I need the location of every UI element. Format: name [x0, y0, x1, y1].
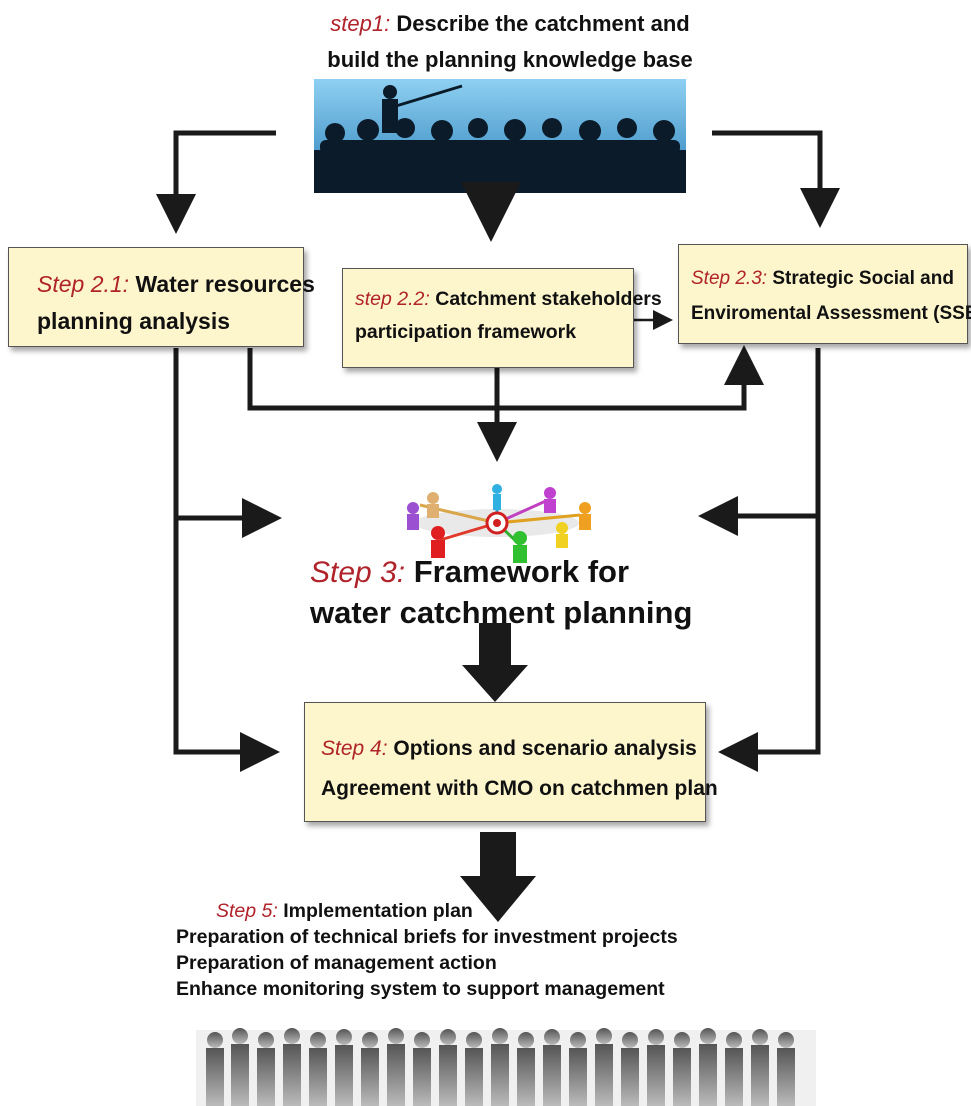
step2-2-box: step 2.2: Catchment stakeholders partici…: [342, 268, 662, 368]
step4-line2: Agreement with CMO on catchmen plan: [321, 777, 718, 800]
step5-line4: Enhance monitoring system to support man…: [176, 978, 665, 1000]
step2-3-box: Step 2.3: Strategic Social and Enviromen…: [678, 244, 971, 344]
step2-1-line1: Water resources: [135, 271, 315, 297]
step3-title: Step 3: Framework for water catchment pl…: [310, 552, 770, 633]
step2-2-tag: step 2.2:: [355, 288, 430, 310]
presentation-image: [314, 79, 686, 193]
step2-3-line2: Enviromental Assessment (SSEA): [691, 303, 971, 324]
step2-2-line2: participation framework: [355, 321, 577, 343]
step5-line1: Implementation plan: [283, 900, 473, 922]
step3-line2: water catchment planning: [310, 595, 693, 630]
step4-line1: Options and scenario analysis: [393, 737, 697, 760]
stakeholder-network-image: [407, 484, 591, 563]
step1-line2: build the planning knowledge base: [327, 47, 693, 72]
step2-1-tag: Step 2.1:: [37, 271, 130, 297]
step2-2-line1: Catchment stakeholders: [435, 288, 662, 310]
crowd-image: [196, 1028, 816, 1106]
step5-text: Step 5: Implementation plan Preparation …: [176, 898, 856, 1002]
step2-1-line2: planning analysis: [37, 308, 230, 334]
step5-tag: Step 5:: [216, 900, 278, 922]
step4-tag: Step 4:: [321, 737, 388, 760]
step2-1-box: Step 2.1: Water resources planning analy…: [8, 247, 315, 347]
step5-line3: Preparation of management action: [176, 952, 497, 974]
step2-3-tag: Step 2.3:: [691, 268, 768, 289]
step1-title: step1: Describe the catchment and build …: [300, 6, 720, 78]
step1-line1: Describe the catchment and: [396, 11, 690, 36]
step1-tag: step1:: [330, 11, 391, 36]
step2-3-line1: Strategic Social and: [772, 268, 954, 289]
step3-tag: Step 3:: [310, 556, 406, 589]
step4-box: Step 4: Options and scenario analysis Ag…: [304, 702, 718, 822]
step3-line1: Framework for: [413, 554, 630, 589]
step5-line2: Preparation of technical briefs for inve…: [176, 926, 678, 948]
